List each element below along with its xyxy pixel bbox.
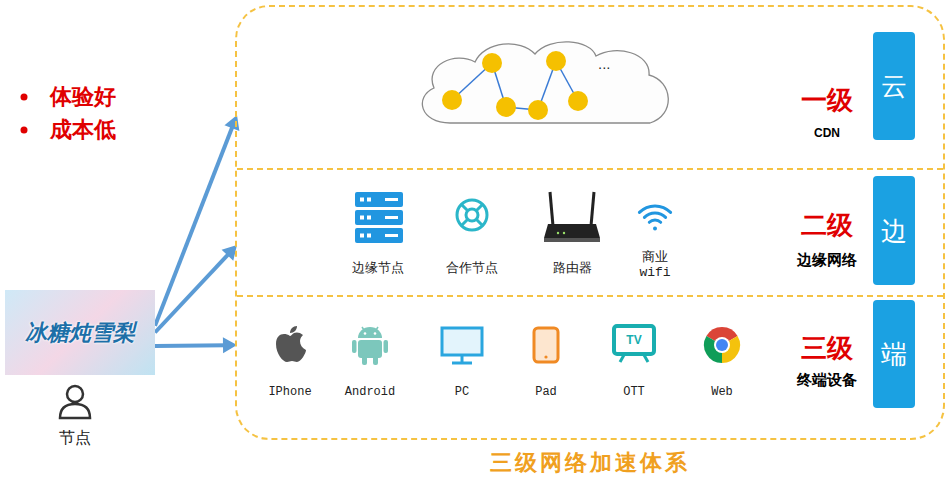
edge-band: 二级边缘网络 边 [237,170,943,297]
level-label: 一级 [782,85,872,115]
partner-node-icon [457,200,487,230]
device-label: Android [345,385,395,400]
device-label: OTT [623,385,645,400]
tab-text: 端 [873,339,915,369]
device-label: Pad [535,385,557,400]
tier-tab: 云 [873,32,915,140]
icon-label: 合作节点 [446,260,498,276]
flow-arrow [155,337,237,353]
chrome-icon [704,327,740,363]
pc-icon [442,328,482,363]
benefit-text: 成本低 [50,117,116,143]
wifi-icon [639,206,670,231]
thumbnail-title: 冰糖炖雪梨 [5,318,155,346]
system-title: 三级网络加速体系 [237,450,943,476]
cdn-cloud: ... [410,35,680,135]
level-subtitle: 终端设备 [772,370,882,390]
tier-tab: 端 [873,300,915,408]
benefit-text: 体验好 [50,84,116,110]
cloud-shape [410,35,680,135]
level-label: 二级 [782,210,872,240]
bullet-dot [21,127,28,134]
arrow-head [224,115,239,131]
system-frame: 三级网络加速体系一级CDN ...云二级边缘网络边三级终端设备端 [235,5,945,440]
tier-tab: 边 [873,176,915,285]
cloud-band: 一级 CDN ... 云 [237,7,943,170]
node-caption: 节点 [0,428,150,448]
ellipsis-text: ... [598,57,610,73]
server-icon [355,192,403,243]
icon-label: 边缘节点 [352,260,404,276]
icon-label: 路由器 [553,260,592,276]
tv-screen-text: TV [626,333,641,347]
bullet-dot [21,94,28,101]
icon-label: 商业 wifi [635,250,675,280]
level-subtitle: 边缘网络 [772,250,882,270]
terminal-band: 三级终端设备端 [237,297,943,438]
device-label: Web [711,385,733,400]
level-subtitle: CDN [772,125,882,141]
person-icon [60,386,90,418]
device-label: PC [455,385,469,400]
source-thumbnail: 冰糖炖雪梨节点 [5,290,155,375]
pad-icon [534,328,558,362]
router-icon [544,192,600,242]
flow-arrow [155,115,239,326]
device-label: IPhone [268,385,311,400]
tv-icon [614,326,654,362]
arrow-shaft [155,343,227,348]
tab-text: 云 [873,71,915,101]
arrow-shaft [155,124,233,325]
android-icon [352,327,388,365]
apple-icon [276,326,306,362]
arrow-shaft [155,252,230,332]
tab-text: 边 [873,216,915,246]
level-label: 三级 [782,333,872,363]
flow-arrow [155,245,237,333]
